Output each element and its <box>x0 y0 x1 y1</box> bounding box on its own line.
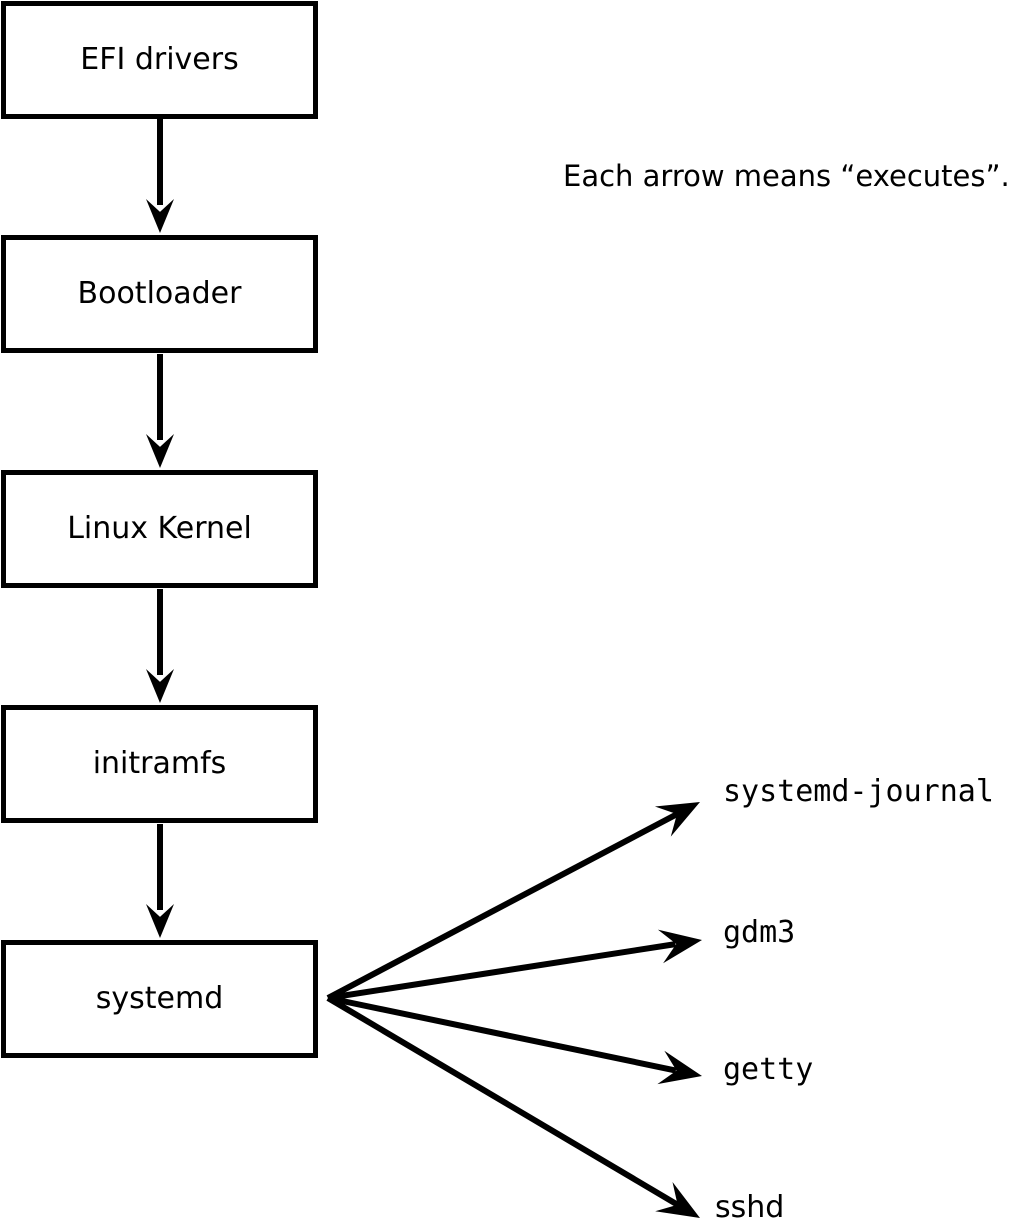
service-label-gdm3: gdm3 <box>723 915 796 950</box>
stage-box-label: EFI drivers <box>80 42 239 77</box>
fanout-arrowhead <box>657 1050 702 1085</box>
legend-caption: Each arrow means “executes”. <box>563 159 1010 193</box>
fanout-arrowhead <box>654 802 700 837</box>
stage-box-efi-drivers[interactable]: EFI drivers <box>1 1 318 119</box>
stage-box-bootloader[interactable]: Bootloader <box>1 235 318 353</box>
fanout-arrowhead <box>655 1181 700 1218</box>
fanout-arrow-line <box>327 995 677 1074</box>
fanout-arrowhead <box>657 929 702 964</box>
stage-box-label: initramfs <box>92 746 227 781</box>
service-label-sshd: sshd <box>715 1190 785 1225</box>
chain-arrowhead <box>146 199 174 233</box>
fanout-arrow-line <box>327 941 676 1001</box>
chain-arrowhead <box>146 434 174 468</box>
systemd-fanout-arrow-group <box>326 802 702 1218</box>
stage-box-initramfs[interactable]: initramfs <box>1 705 318 823</box>
boot-chain-arrow-group <box>146 119 174 938</box>
service-label-systemd-journal: systemd-journal <box>723 774 994 809</box>
stage-box-label: Bootloader <box>77 276 242 311</box>
stage-box-label: Linux Kernel <box>67 511 252 546</box>
chain-arrowhead <box>146 904 174 938</box>
stage-box-linux-kernel[interactable]: Linux Kernel <box>1 470 318 588</box>
fanout-arrow-line <box>326 995 681 1209</box>
stage-box-systemd[interactable]: systemd <box>1 940 318 1058</box>
service-label-getty: getty <box>723 1052 814 1087</box>
fanout-arrow-line <box>326 811 680 1001</box>
chain-arrowhead <box>146 669 174 703</box>
stage-box-label: systemd <box>95 981 224 1016</box>
